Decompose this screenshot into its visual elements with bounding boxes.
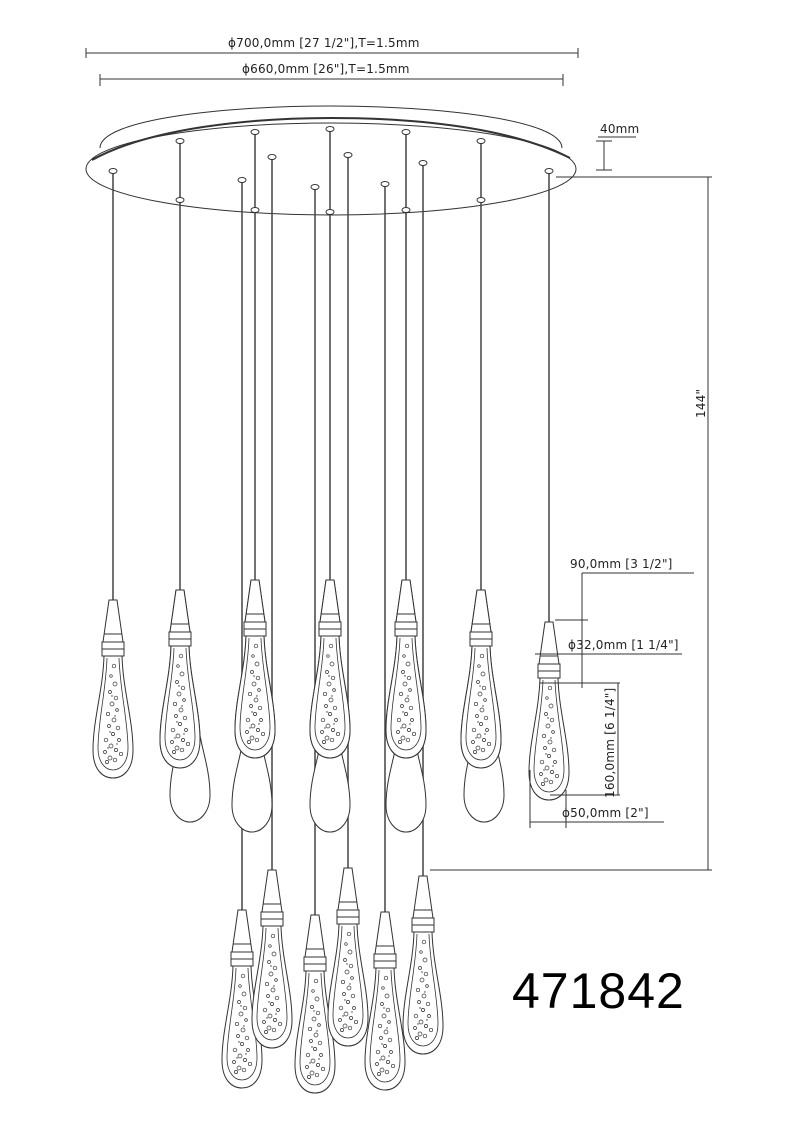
pendants: [92, 579, 570, 1094]
suspension-wires: [112, 131, 550, 915]
inner-diameter-dimension: [99, 74, 564, 86]
overall-drop-dimension: [430, 176, 712, 871]
drop-diameter-label: ϕ50,0mm [2"]: [562, 806, 649, 820]
inner-diameter-label: ϕ660,0mm [26"],T=1.5mm: [242, 62, 410, 76]
canopy-height-dimension: [596, 136, 636, 171]
outer-diameter-label: ϕ700,0mm [27 1/2"],T=1.5mm: [228, 36, 420, 50]
detail-dimensions: [529, 572, 694, 828]
model-number: 471842: [512, 963, 685, 1019]
cone-diameter-label: ϕ32,0mm [1 1/4"]: [568, 638, 679, 652]
overall-drop-label: 144": [694, 388, 708, 418]
canopy: [85, 105, 577, 216]
drop-length-label: 160,0mm [6 1/4"]: [603, 687, 617, 798]
cone-height-label: 90,0mm [3 1/2"]: [570, 557, 673, 571]
outer-diameter-dimension: [85, 48, 579, 58]
canopy-height-label: 40mm: [600, 122, 640, 136]
